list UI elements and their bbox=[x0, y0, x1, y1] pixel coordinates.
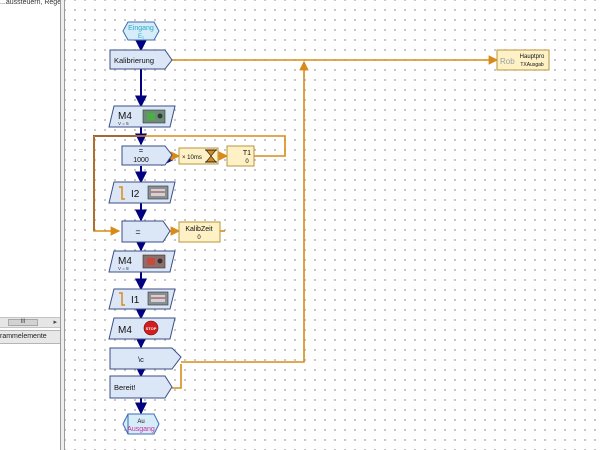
motor-block-v5[interactable]: M4 V = 5 bbox=[108, 105, 176, 128]
compare-operator: = bbox=[135, 227, 140, 237]
calibration-time-variable[interactable]: KalibZeit 0 bbox=[178, 221, 221, 243]
robot-sub: TXAusgab bbox=[520, 62, 544, 68]
compare-value: 1000 bbox=[133, 157, 149, 164]
start-terminal[interactable]: Eingang E₁ bbox=[122, 21, 160, 41]
stop-icon: STOP bbox=[143, 320, 159, 336]
timer-variable-t1[interactable]: T1 0 bbox=[226, 145, 255, 167]
motor-label: M4 bbox=[118, 111, 132, 122]
compare-branch-equal[interactable]: = bbox=[121, 220, 171, 243]
message-label: Bereit! bbox=[114, 383, 136, 392]
calibration-subprogram-block[interactable]: Kalibrierung bbox=[109, 49, 173, 70]
calibration-label: Kalibrierung bbox=[114, 56, 154, 65]
input-sensor-icon bbox=[119, 292, 125, 306]
wait-block[interactable]: × 10ms bbox=[178, 147, 219, 165]
element-panel: ...aussteuern, Regeln III ▸ rammelemente bbox=[0, 0, 61, 450]
motor-block-v8[interactable]: M4 V = 8 bbox=[108, 250, 176, 273]
input-label: I2 bbox=[131, 189, 140, 200]
data-line bbox=[181, 60, 309, 363]
data-flow-lines bbox=[93, 55, 499, 389]
input-label: I1 bbox=[131, 295, 140, 306]
compare-operator: = bbox=[139, 146, 144, 155]
robot-output-block[interactable]: Rob Hauptpro TXAusgab bbox=[496, 49, 550, 71]
hourglass-icon bbox=[205, 149, 217, 163]
compare-branch-1000[interactable]: = 1000 bbox=[121, 145, 173, 166]
wait-input-i2[interactable]: I2 bbox=[108, 181, 176, 204]
motor-speed: V = 8 bbox=[118, 266, 129, 271]
motor-speed: V = 5 bbox=[118, 121, 129, 126]
push-button-icon bbox=[147, 291, 169, 306]
wait-input-i1[interactable]: I1 bbox=[108, 288, 176, 310]
data-line bbox=[172, 364, 182, 389]
message-label: \c bbox=[138, 355, 144, 364]
motor-label: M4 bbox=[118, 256, 132, 267]
variable-value: 0 bbox=[197, 235, 201, 241]
panel-splitter[interactable] bbox=[61, 0, 65, 450]
start-label: Eingang bbox=[128, 25, 154, 32]
motor-icon bbox=[142, 109, 166, 124]
ready-message-block[interactable]: Bereit! bbox=[109, 375, 173, 399]
start-sub: E₁ bbox=[138, 34, 144, 40]
timer-variable-label: T1 bbox=[243, 150, 251, 157]
panel-caption: ...aussteuern, Regeln bbox=[0, 0, 60, 6]
motor-stop-block[interactable]: M4 STOP bbox=[108, 317, 176, 340]
scrollbar-thumb[interactable]: III bbox=[8, 319, 38, 326]
motor-label: M4 bbox=[118, 325, 132, 336]
panel-scrollbar[interactable]: III ▸ bbox=[0, 317, 60, 328]
scroll-right-icon[interactable]: ▸ bbox=[53, 319, 57, 326]
input-sensor-icon bbox=[119, 186, 125, 200]
timer-variable-value: 0 bbox=[245, 159, 249, 165]
end-sub: Ausgang bbox=[127, 426, 155, 433]
motor-icon bbox=[142, 254, 166, 269]
push-button-icon bbox=[147, 185, 169, 200]
robot-title: Hauptpro bbox=[520, 54, 545, 60]
timer-loop-line bbox=[93, 135, 286, 236]
end-terminal[interactable]: Au Ausgang bbox=[122, 413, 160, 435]
wait-label: × 10ms bbox=[182, 155, 202, 161]
variable-label: KalibZeit bbox=[185, 226, 212, 233]
clear-message-block[interactable]: \c bbox=[109, 347, 182, 370]
tab-program-elements[interactable]: rammelemente bbox=[0, 330, 60, 344]
end-label: Au bbox=[137, 419, 144, 425]
stop-label: STOP bbox=[146, 326, 157, 331]
robot-label: Rob bbox=[500, 57, 515, 66]
